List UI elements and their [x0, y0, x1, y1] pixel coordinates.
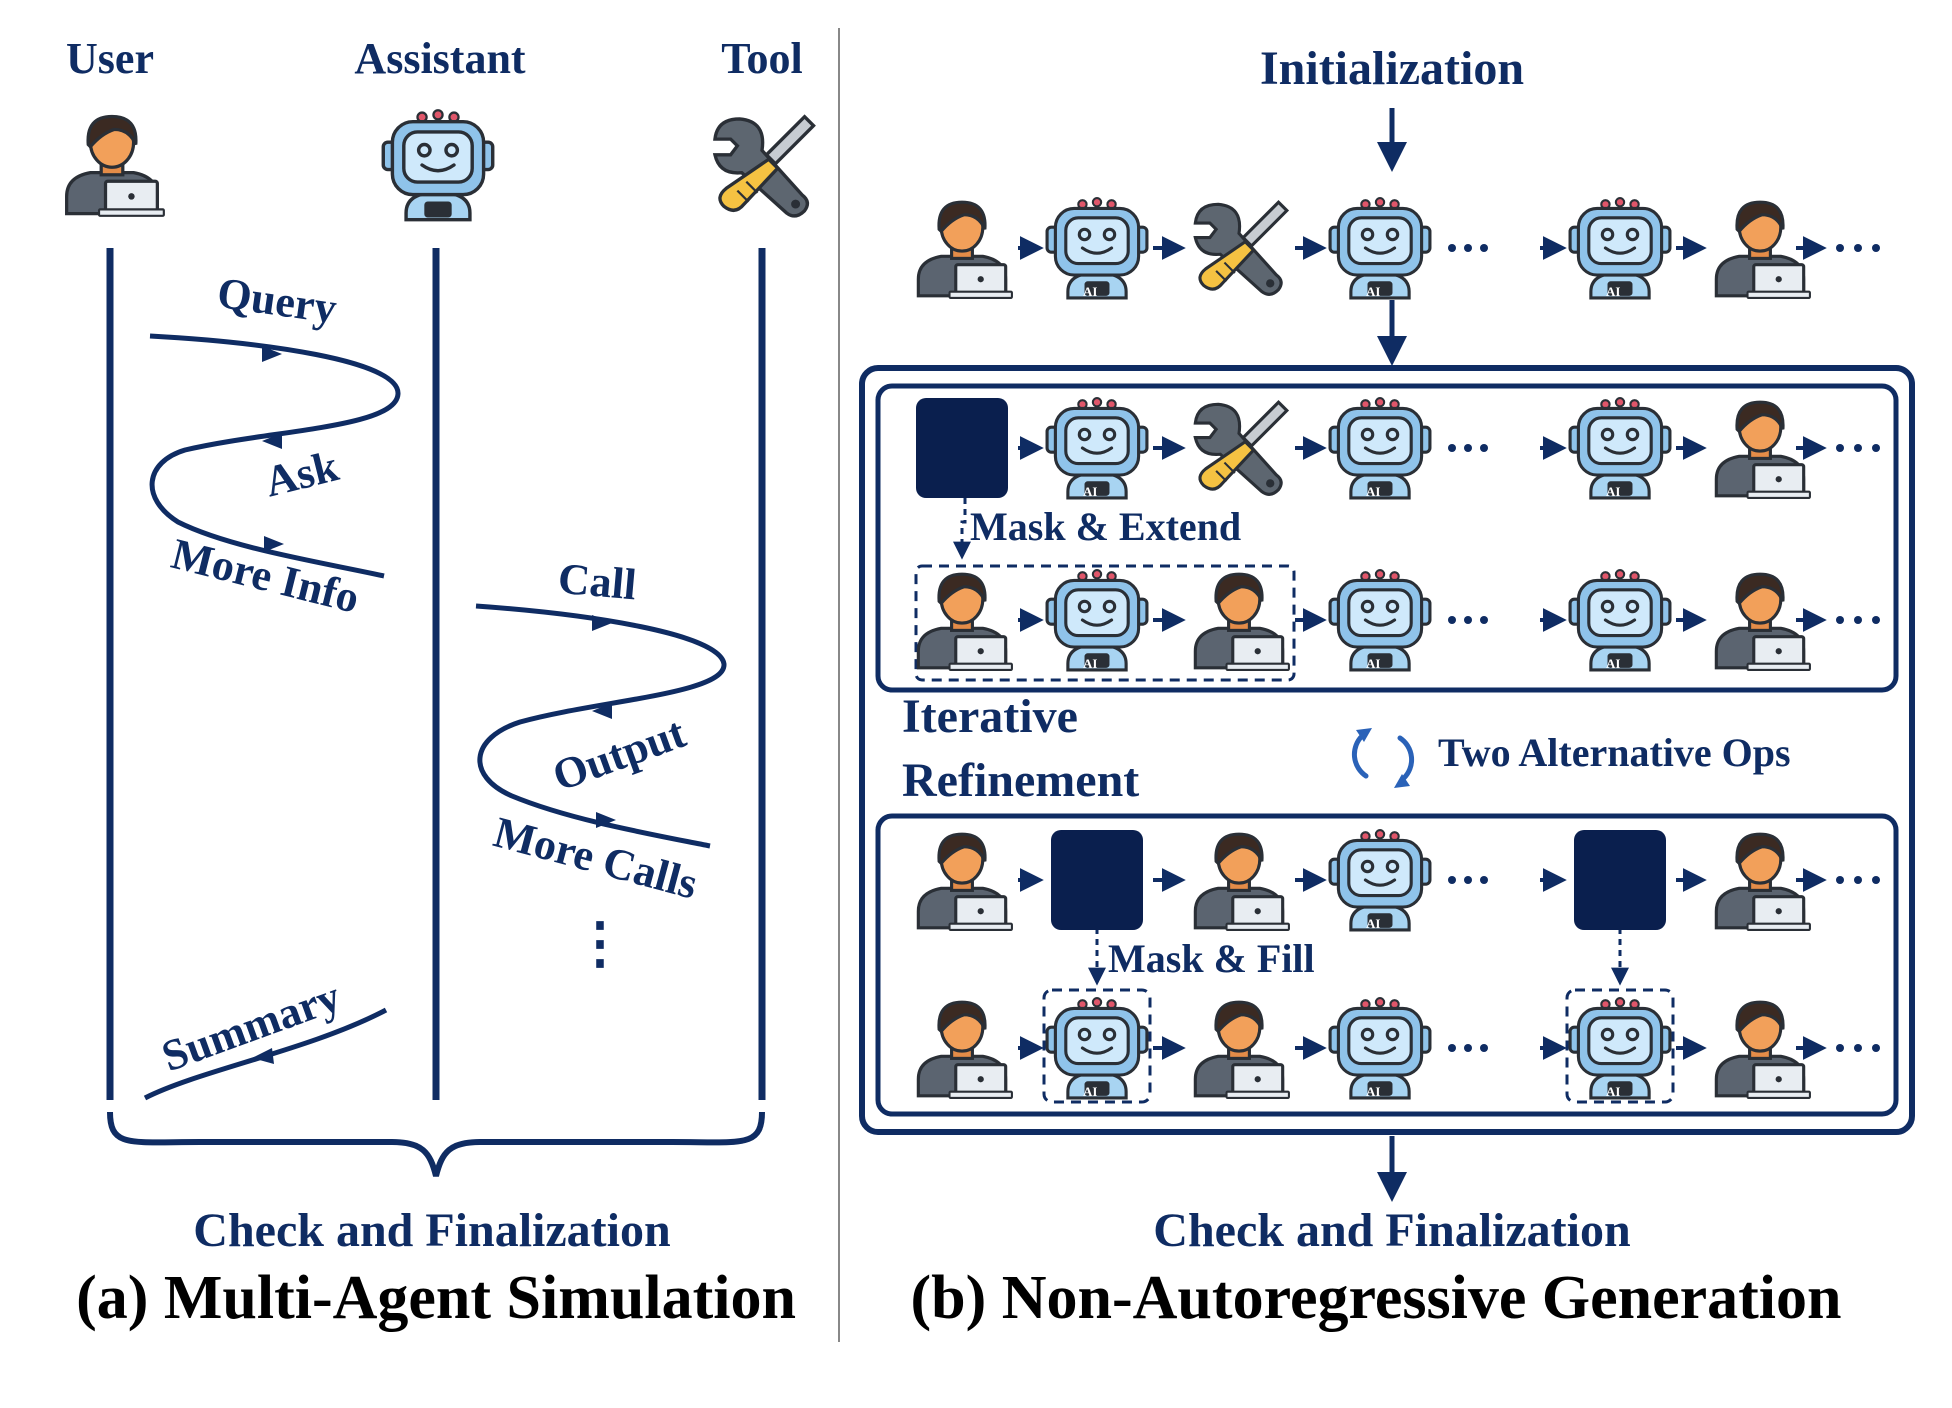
panel-a-finalization-label: Check and Finalization: [193, 1204, 670, 1257]
row-extend-after-trailing-ellipsis: [1796, 608, 1880, 632]
filled-slot-box-1: [1042, 988, 1152, 1104]
more-info-arrow-icon: [264, 536, 284, 552]
finalization-brace: [107, 1111, 765, 1177]
lane-label-assistant: Assistant: [354, 34, 525, 83]
row-extend-before-ellipsis-4: [1448, 436, 1567, 460]
masked-turn-block: [916, 398, 1008, 498]
mask-extend-box: [875, 383, 1899, 693]
assistant-robot-icon: [381, 108, 495, 222]
assistant-robot-icon: [1328, 828, 1432, 932]
row-fill-after-ellipsis-4: [1448, 1036, 1567, 1060]
two-alternative-ops-label: Two Alternative Ops: [1438, 730, 1791, 775]
robot-ai-badge: AI: [1366, 916, 1380, 931]
user-icon: [1714, 400, 1812, 500]
assistant-robot-icon: [1045, 396, 1149, 500]
filled-slot-box-2: [1565, 988, 1675, 1104]
tool-icon: [1193, 200, 1289, 296]
more-calls-arrow-icon: [596, 812, 616, 828]
user-icon: [916, 572, 1014, 672]
message-query: Query: [214, 268, 339, 333]
mask-extend-arrow: [953, 498, 971, 560]
user-icon: [1714, 832, 1812, 932]
robot-ai-badge: AI: [1366, 1084, 1380, 1099]
lane-label-user: User: [66, 34, 154, 83]
tool-icon: [1193, 400, 1289, 496]
refinement-label: Refinement: [902, 754, 1139, 807]
call-arrow-icon: [592, 615, 612, 631]
message-call: Call: [556, 554, 638, 610]
user-icon: [1714, 200, 1812, 300]
extended-segment-box: [914, 564, 1296, 682]
summary-arrow-icon: [252, 1048, 274, 1064]
assistant-tool-exchange-path: [475, 603, 727, 849]
panel-b-non-autoregressive-generation: Initialization Mask & Extend Mask & Fill…: [859, 42, 1915, 1332]
robot-ai-badge: AI: [1083, 484, 1097, 499]
robot-ai-badge: AI: [1366, 484, 1380, 499]
masked-turn-block: [1574, 830, 1666, 930]
row-fill-before-trailing-ellipsis: [1796, 868, 1880, 892]
panel-a-multi-agent-simulation: User Assistant Tool Query Ask More Info …: [64, 34, 816, 1332]
ask-arrow-icon: [262, 433, 282, 449]
assistant-robot-icon: [1568, 568, 1672, 672]
row-initial-trailing-ellipsis: [1796, 236, 1880, 260]
assistant-robot-icon: [1568, 396, 1672, 500]
continuation-ellipsis: ⋮: [572, 913, 628, 975]
row-initial-ellipsis-4: [1448, 236, 1567, 260]
assistant-robot-icon: [1328, 396, 1432, 500]
robot-ai-badge: AI: [1083, 1084, 1097, 1099]
robot-ai-badge: AI: [1083, 656, 1097, 671]
robot-ai-badge: AI: [1366, 284, 1380, 299]
row-fill-after-trailing-ellipsis: [1796, 1036, 1880, 1060]
message-output: Output: [546, 708, 692, 801]
assistant-robot-icon: [1045, 996, 1149, 1100]
user-icon: [916, 1000, 1014, 1100]
robot-ai-badge: AI: [1606, 484, 1620, 499]
robot-ai-badge: AI: [1083, 284, 1097, 299]
query-arrow-icon: [262, 346, 282, 362]
user-icon: [916, 832, 1014, 932]
user-icon: [916, 200, 1014, 300]
user-icon: [1193, 1000, 1291, 1100]
assistant-robot-icon: [1328, 196, 1432, 300]
panel-a-caption: (a) Multi-Agent Simulation: [76, 1264, 796, 1332]
row-extend-before-trailing-ellipsis: [1796, 436, 1880, 460]
panel-b-finalization-label: Check and Finalization: [1153, 1204, 1630, 1257]
assistant-robot-icon: [1328, 568, 1432, 672]
message-ask: Ask: [260, 441, 344, 506]
user-icon: [1193, 572, 1291, 672]
masked-turn-block: [1051, 830, 1143, 930]
user-assistant-exchange-path: [149, 333, 401, 579]
initialization-label: Initialization: [1260, 42, 1524, 95]
assistant-robot-icon: [1568, 996, 1672, 1100]
user-icon: [1193, 832, 1291, 932]
mask-fill-box: [875, 813, 1899, 1117]
iterative-label: Iterative: [902, 690, 1078, 743]
user-icon: [1714, 572, 1812, 672]
robot-ai-badge: AI: [1606, 284, 1620, 299]
lane-label-tool: Tool: [721, 34, 803, 83]
message-summary: Summary: [155, 972, 346, 1082]
refinement-outer-box: [859, 365, 1915, 1135]
mask-extend-label: Mask & Extend: [970, 504, 1241, 549]
row-extend-after-ellipsis-4: [1448, 608, 1567, 632]
assistant-robot-icon: [1568, 196, 1672, 300]
user-icon: [1714, 1000, 1812, 1100]
assistant-robot-icon: [1045, 568, 1149, 672]
user-icon: [64, 114, 166, 218]
panel-b-caption: (b) Non-Autoregressive Generation: [910, 1264, 1841, 1332]
assistant-robot-icon: [1328, 996, 1432, 1100]
robot-ai-badge: AI: [1366, 656, 1380, 671]
tool-icon: [713, 115, 816, 218]
assistant-robot-icon: [1045, 196, 1149, 300]
robot-ai-badge: AI: [1606, 1084, 1620, 1099]
refresh-cycle-icon: [1351, 728, 1415, 788]
sequence-rows: AI AI AI AI AI AI AI AI AI AI AI AI AI: [916, 196, 1880, 1100]
mask-fill-label: Mask & Fill: [1108, 936, 1315, 981]
row-fill-before-ellipsis-4: [1448, 868, 1567, 892]
robot-ai-badge: AI: [1606, 656, 1620, 671]
output-arrow-icon: [592, 703, 612, 719]
